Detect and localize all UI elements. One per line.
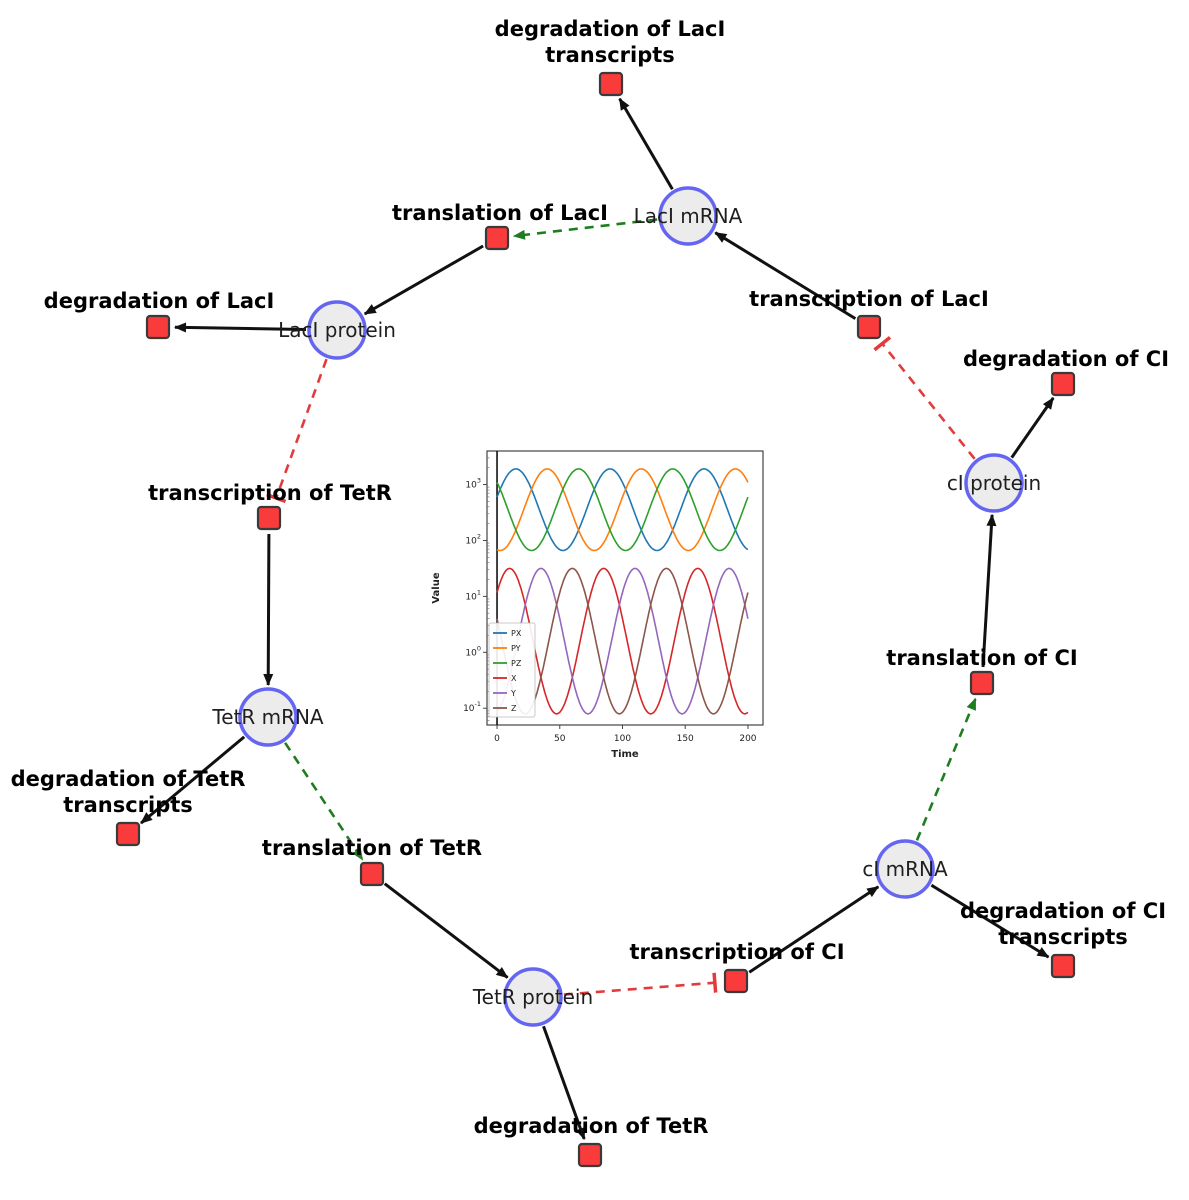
reaction-label-tl-ci: translation of CI [886, 646, 1077, 670]
edge-laci-mrna--deg-laci-tx-consumption[interactable] [618, 97, 674, 190]
reaction-node-deg-ci-tx[interactable] [1050, 953, 1076, 979]
edge-tl-ci--ci-protein-production[interactable] [981, 513, 997, 668]
reaction-label-deg-ci: degradation of CI [963, 347, 1169, 371]
legend-label-PX: PX [511, 629, 522, 638]
series-Y-line [496, 567, 749, 715]
y-tick-label: 102 [465, 532, 481, 546]
reaction-node-tx-tetr[interactable] [256, 505, 282, 531]
species-label-laci-protein: LacI protein [278, 318, 396, 342]
edge-tetr-protein--deg-tetr-consumption[interactable] [542, 1025, 586, 1140]
edge-tl-laci--laci-protein-production[interactable] [363, 244, 484, 316]
edge-tl-tetr--tetr-protein-production[interactable] [383, 882, 509, 979]
reaction-node-tx-laci[interactable] [856, 314, 882, 340]
x-axis-title: Time [611, 749, 639, 760]
x-tick-label: 100 [614, 734, 631, 744]
edge-ci-mrna--deg-ci-tx-consumption[interactable] [930, 883, 1050, 959]
y-tick-label: 10-1 [463, 700, 481, 714]
legend-label-X: X [511, 674, 517, 683]
edge-tx-ci--ci-mrna-production[interactable] [748, 885, 880, 974]
species-node-laci-mrna[interactable] [658, 186, 718, 246]
x-tick-label: 150 [677, 734, 694, 744]
species-label-tetr-mrna: TetR mRNA [211, 705, 324, 729]
reaction-label-tx-ci: transcription of CI [629, 940, 844, 964]
reaction-node-deg-laci[interactable] [145, 314, 171, 340]
y-tick-label: 103 [465, 477, 481, 491]
species-node-tetr-protein[interactable] [503, 967, 563, 1027]
reaction-node-tl-tetr[interactable] [359, 861, 385, 887]
series-Z-line [496, 567, 749, 715]
reaction-label-deg-tetr: degradation of TetR [474, 1114, 709, 1138]
reaction-node-tx-ci[interactable] [723, 968, 749, 994]
y-axis-title: Value [431, 572, 442, 603]
x-tick-label: 50 [554, 734, 566, 744]
reaction-node-deg-tetr[interactable] [577, 1142, 603, 1168]
reaction-label-tx-laci: transcription of LacI [749, 287, 989, 311]
x-tick-label: 200 [739, 734, 756, 744]
reaction-node-deg-laci-tx[interactable] [598, 71, 624, 97]
edge-ci-protein--tx-laci-inhibition[interactable] [873, 335, 976, 460]
reaction-node-deg-tetr-tx[interactable] [115, 821, 141, 847]
edge-tx-tetr--tetr-mrna-production[interactable] [263, 533, 274, 686]
legend-label-Y: Y [510, 689, 516, 698]
reaction-node-tl-laci[interactable] [484, 225, 510, 251]
reaction-node-tl-ci[interactable] [969, 670, 995, 696]
edge-tetr-mrna--tl-tetr-modifier[interactable] [284, 742, 364, 861]
species-label-ci-protein: cI protein [947, 471, 1041, 495]
series-PZ-line [496, 468, 749, 552]
species-node-ci-mrna[interactable] [875, 839, 935, 899]
species-node-ci-protein[interactable] [964, 453, 1024, 513]
edge-laci-protein--tx-tetr-inhibition[interactable] [266, 358, 328, 504]
legend-label-PY: PY [511, 644, 521, 653]
y-tick-label: 100 [465, 644, 481, 658]
series-PY-line [496, 468, 749, 552]
species-label-ci-mrna: cI mRNA [862, 857, 948, 881]
species-node-tetr-mrna[interactable] [238, 687, 298, 747]
edge-tetr-mrna--deg-tetr-tx-consumption[interactable] [140, 735, 246, 825]
edge-laci-mrna--tl-laci-modifier[interactable] [512, 218, 658, 240]
legend-label-Z: Z [511, 704, 517, 713]
edge-laci-protein--deg-laci-consumption[interactable] [174, 322, 307, 333]
series-X-line [496, 567, 749, 715]
legend: PX PY PZ XYZ [488, 622, 536, 718]
legend-label-PZ: PZ [511, 659, 522, 668]
y-tick-label: 101 [465, 588, 481, 602]
species-label-laci-mrna: LacI mRNA [634, 204, 743, 228]
reaction-label-tx-tetr: transcription of TetR [148, 481, 392, 505]
species-label-tetr-protein: TetR protein [472, 985, 593, 1009]
edge-tx-laci--laci-mrna-production[interactable] [714, 231, 857, 320]
edge-ci-mrna--tl-ci-modifier[interactable] [915, 697, 977, 841]
reaction-node-deg-ci[interactable] [1050, 371, 1076, 397]
species-node-laci-protein[interactable] [307, 300, 367, 360]
reaction-label-tl-tetr: translation of TetR [262, 836, 482, 860]
series-PX-line [496, 468, 749, 552]
reaction-label-deg-laci: degradation of LacI [44, 289, 275, 313]
x-tick-label: 0 [494, 734, 500, 744]
reaction-label-tl-laci: translation of LacI [392, 201, 608, 225]
edge-ci-protein--deg-ci-consumption[interactable] [1010, 397, 1055, 459]
